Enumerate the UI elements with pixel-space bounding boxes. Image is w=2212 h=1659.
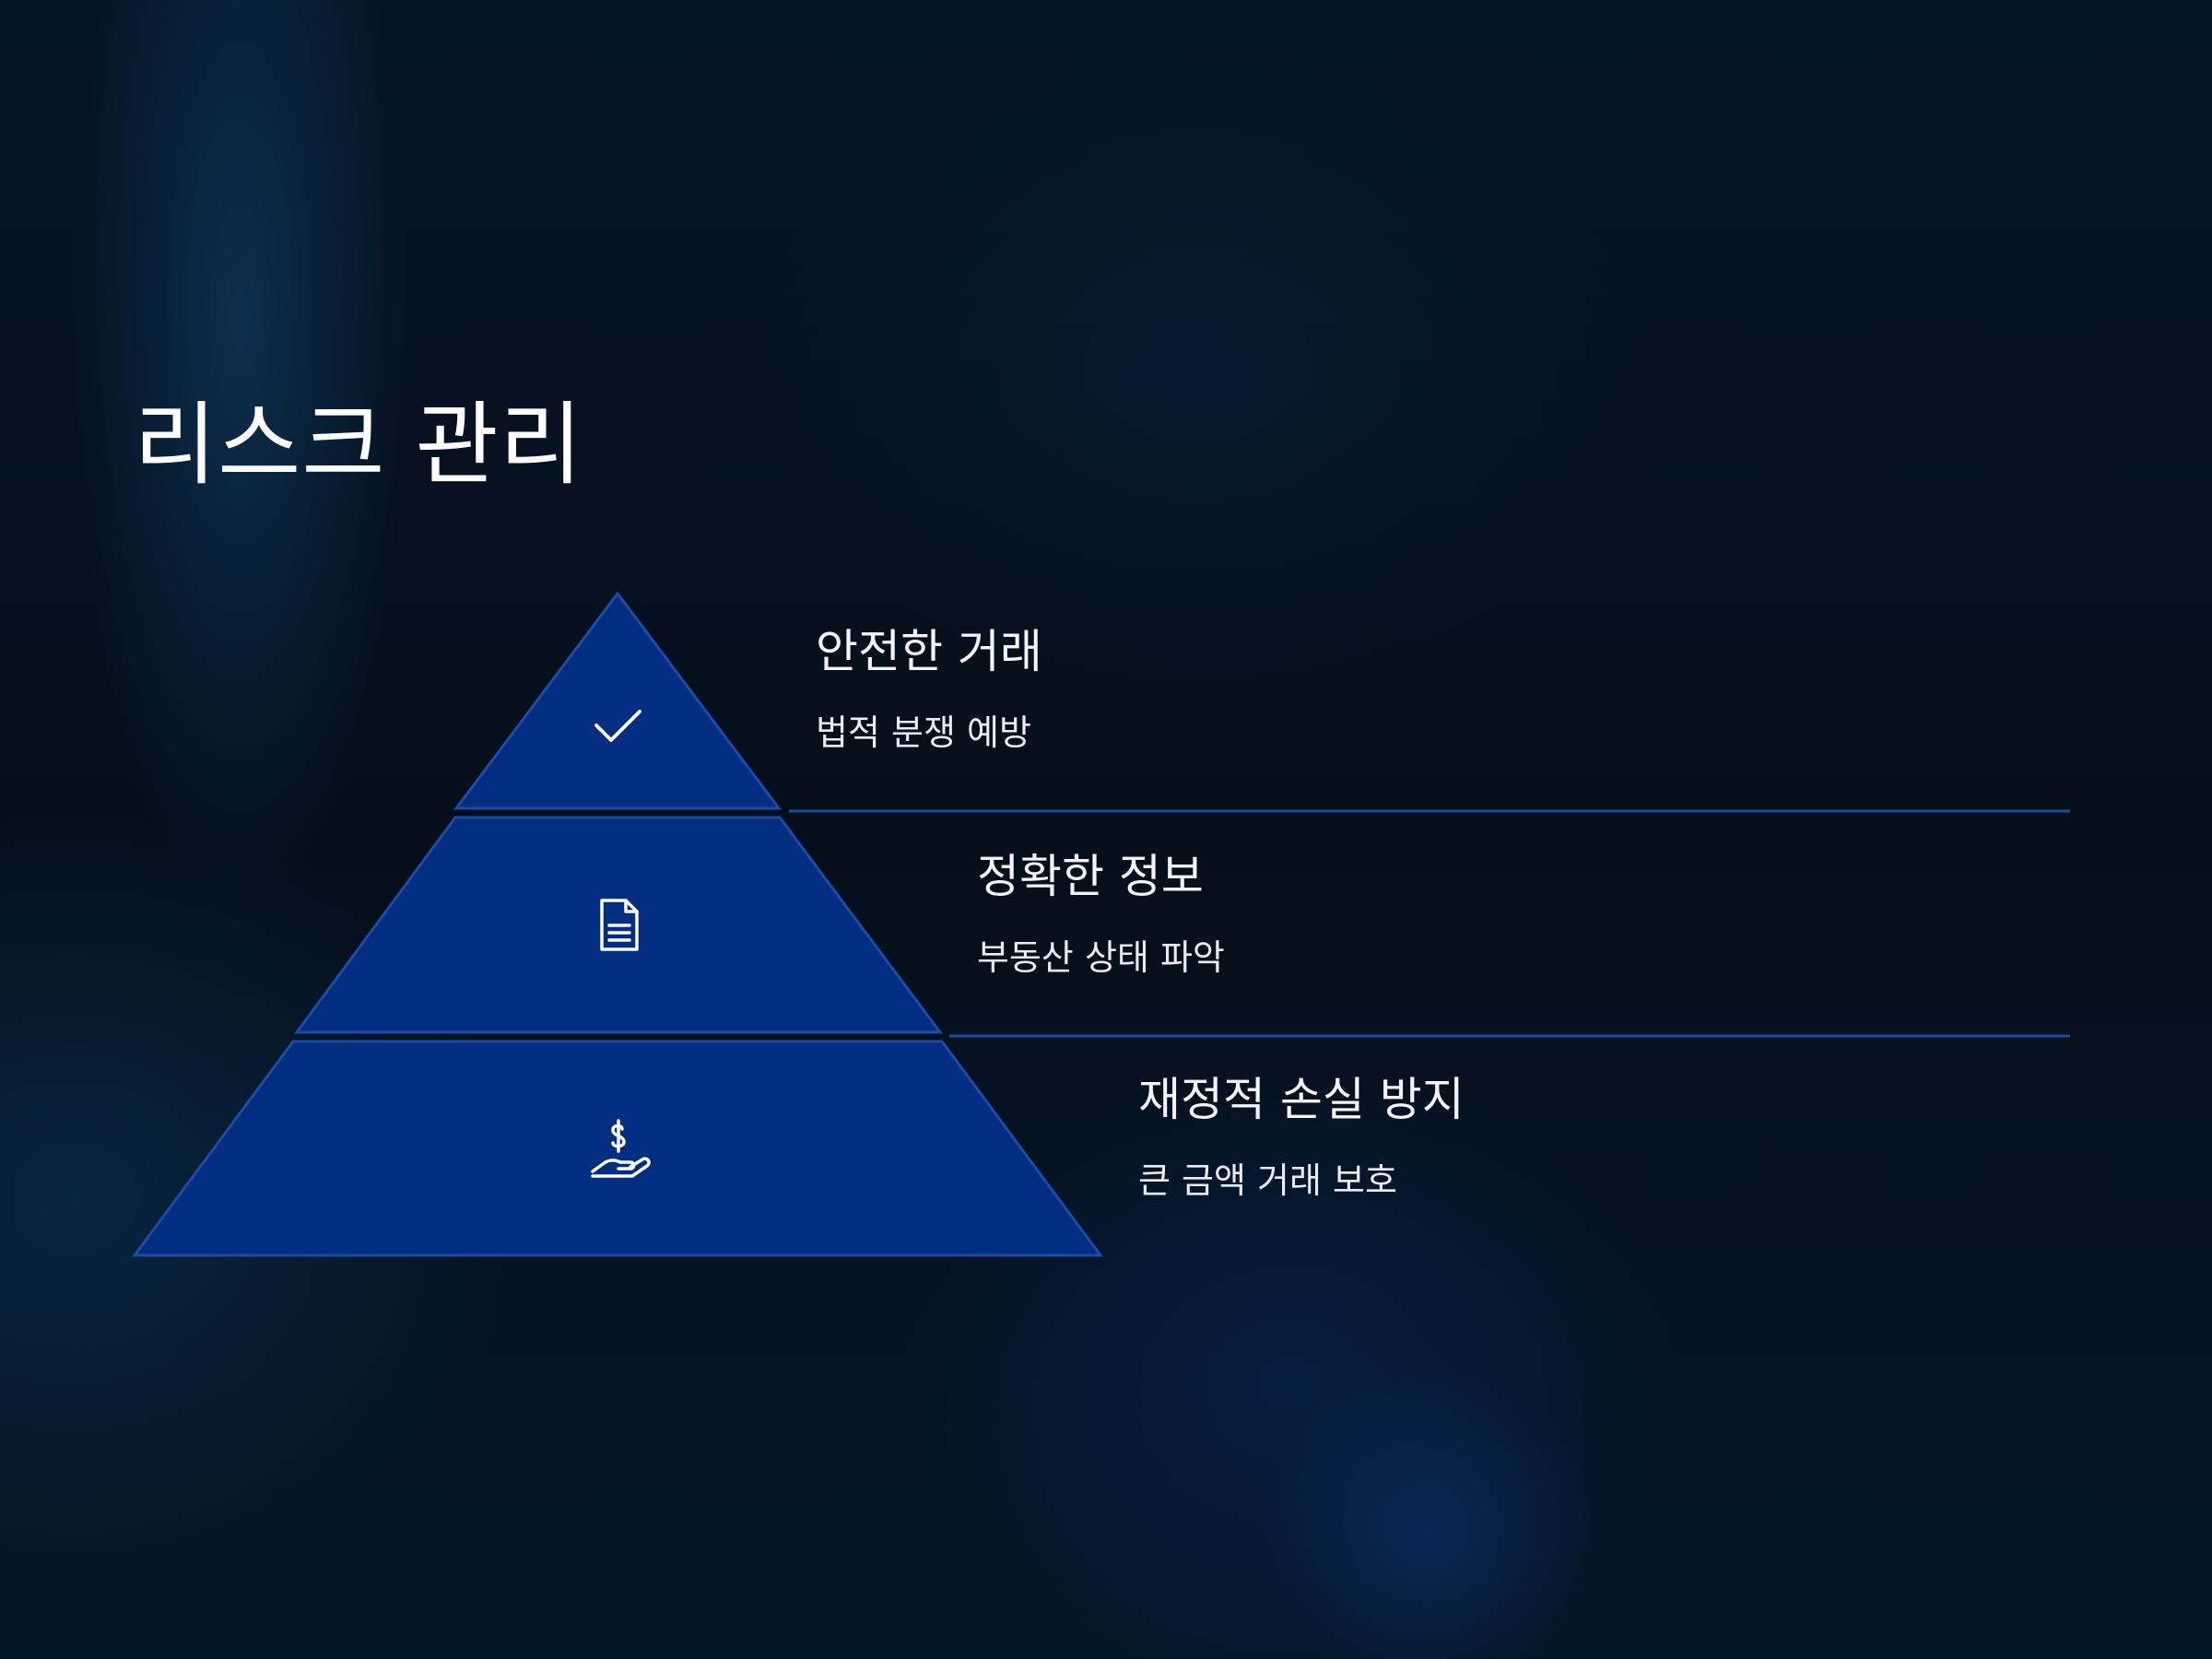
tier-title: 재정적 손실 방지 (1138, 1073, 1465, 1126)
page-title: 리스크 관리 (134, 393, 583, 498)
tier-title: 안전한 거래 (816, 625, 1042, 678)
check-icon (594, 710, 641, 742)
tier-subtitle: 부동산 상태 파악 (977, 937, 1225, 978)
pyramid-tier-1 (453, 591, 782, 810)
document-icon (600, 899, 639, 951)
tier-3-text: 재정적 손실 방지 큰 금액 거래 보호 (1138, 1075, 1465, 1201)
hand-money-icon (591, 1119, 651, 1178)
tier-subtitle: 큰 금액 거래 보호 (1138, 1160, 1397, 1201)
tier-2-text: 정확한 정보 부동산 상태 파악 (977, 852, 1225, 978)
tier-title: 정확한 정보 (977, 850, 1204, 903)
tier-1-text: 안전한 거래 법적 분쟁 예방 (816, 627, 1042, 753)
tier-subtitle: 법적 분쟁 예방 (816, 712, 1031, 753)
